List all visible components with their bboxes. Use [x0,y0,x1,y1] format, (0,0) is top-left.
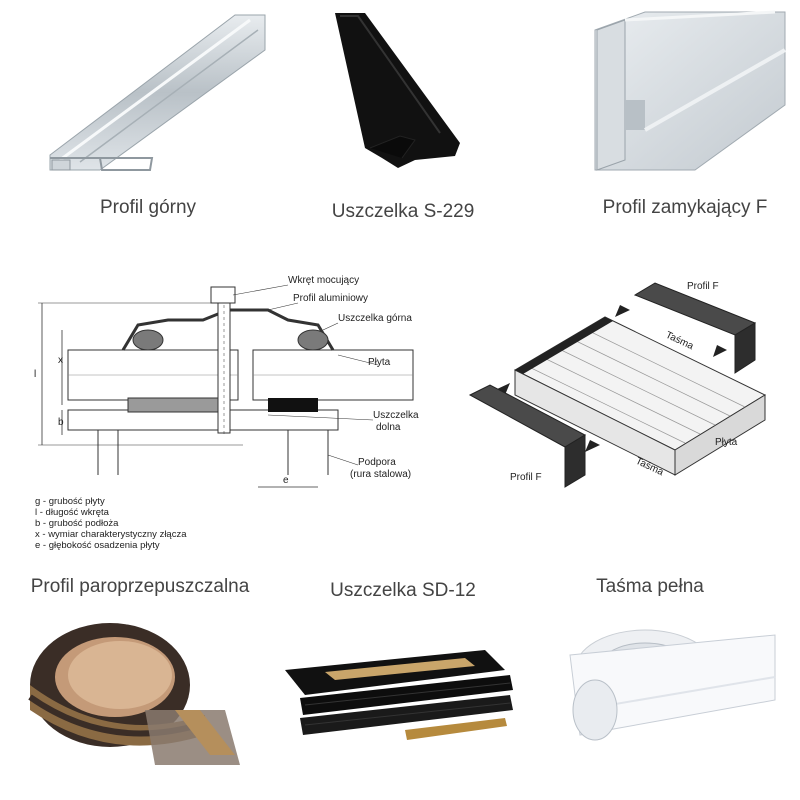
label-uszczelka-gorna: Uszczelka górna [338,313,412,324]
label-plyta: Płyta [368,357,391,368]
label-wkret: Wkręt mocujący [288,275,359,286]
legend-line-1: g - grubość płyty [35,496,105,507]
label-plyta-assembly: Płyta [715,437,738,448]
profil-f-photo [585,10,790,178]
uszczelka-s229-photo [320,8,480,180]
caption-profil-gorny: Profil górny [99,197,197,218]
label-podpora-1: Podpora [358,457,396,468]
dim-l: l [34,369,36,380]
caption-profil-paro: Profil paroprzepuszczalna [30,576,250,597]
assembly-diagram: Profil F Taśma Płyta Taśma Profil F [465,275,785,495]
label-profil-alu: Profil aluminiowy [293,293,368,304]
caption-uszczelka-s229: Uszczelka S-229 [331,201,475,222]
tasma-pelna-photo [560,615,785,765]
profil-paro-photo [25,615,255,785]
label-profil-f-bottom: Profil F [510,472,542,483]
uszczelka-sd12-photo [285,650,515,750]
dim-x: x [58,355,63,366]
label-uszczelka-dolna-1: Uszczelka [373,410,419,421]
legend-line-5: e - głębokość osadzenia płyty [35,540,160,551]
legend-line-3: b - grubość podłoża [35,518,119,529]
cross-section-diagram: l x g b e Wkręt mocu [28,265,458,495]
profil-gorny-photo [40,10,270,180]
label-profil-f-top: Profil F [687,281,719,292]
dim-e: e [283,475,289,486]
label-podpora-2: (rura stalowa) [350,469,411,480]
legend-line-4: x - wymiar charakterystyczny złącza [35,529,187,540]
legend-line-2: l - długość wkręta [35,507,109,518]
dim-b: b [58,417,64,428]
caption-tasma-pelna: Taśma pełna [596,576,704,597]
label-uszczelka-dolna-2: dolna [376,422,401,433]
caption-uszczelka-sd12: Uszczelka SD-12 [330,580,476,601]
caption-profil-f: Profil zamykający F [602,197,768,218]
